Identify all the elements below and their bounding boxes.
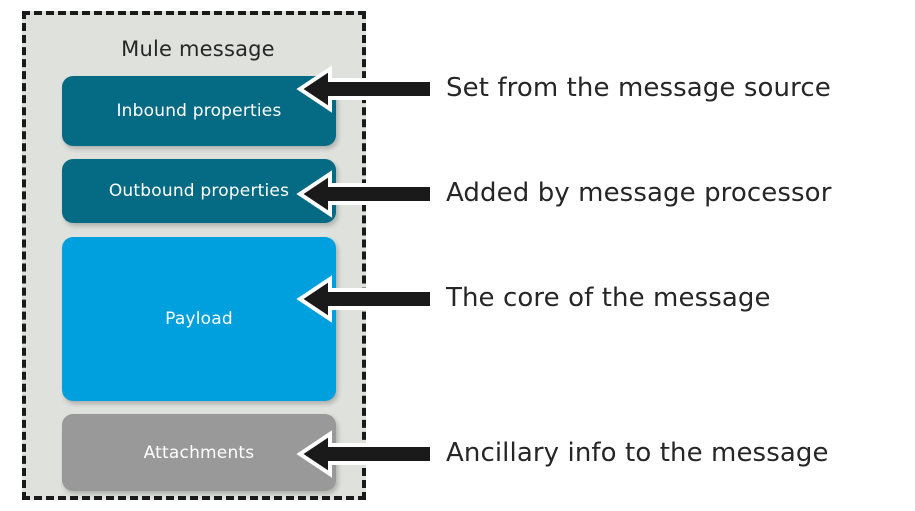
block-payload: Payload: [62, 237, 336, 401]
block-inbound-properties: Inbound properties: [62, 76, 336, 146]
block-attachments-label: Attachments: [143, 442, 255, 463]
annotation-inbound: Set from the message source: [446, 73, 831, 103]
block-attachments: Attachments: [62, 414, 336, 491]
annotation-payload: The core of the message: [446, 283, 771, 313]
annotation-outbound: Added by message processor: [446, 178, 832, 208]
block-outbound-properties-label: Outbound properties: [108, 181, 290, 201]
mule-message-container: Mule message Inbound properties Outbound…: [22, 11, 366, 500]
block-payload-label: Payload: [165, 309, 233, 329]
block-inbound-properties-label: Inbound properties: [116, 101, 282, 121]
annotation-attachments: Ancillary info to the message: [446, 438, 829, 468]
mule-message-title: Mule message: [121, 37, 275, 61]
block-outbound-properties: Outbound properties: [62, 159, 336, 223]
